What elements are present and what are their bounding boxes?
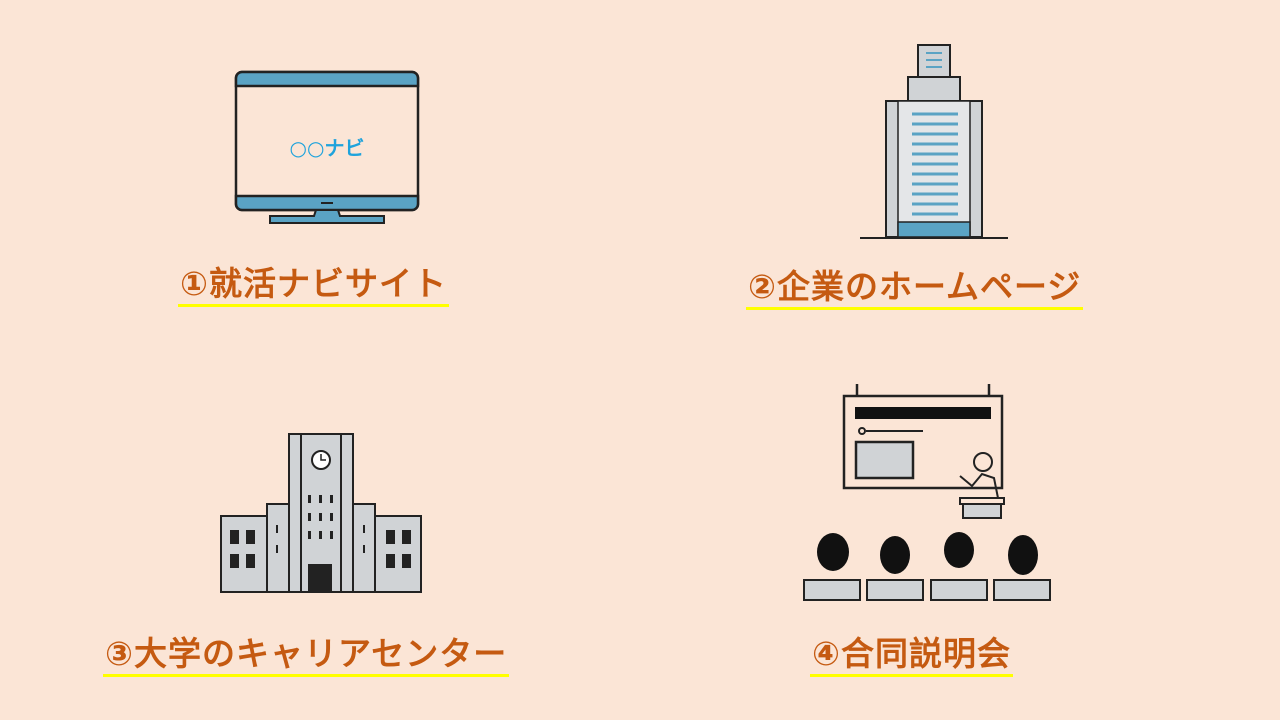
office-building-icon [860,44,1008,239]
item-label-company-homepage: ②企業のホームページ [746,267,1084,310]
monitor-icon [234,70,420,224]
item-label-career-center: ③大学のキャリアセンター [103,634,510,677]
item-label-job-site: ①就活ナビサイト [178,264,449,307]
university-building-icon [220,433,422,593]
seminar-icon [803,384,1051,601]
monitor-screen-text: ○○ナビ [289,136,365,160]
item-label-joint-briefing: ④合同説明会 [810,634,1013,677]
